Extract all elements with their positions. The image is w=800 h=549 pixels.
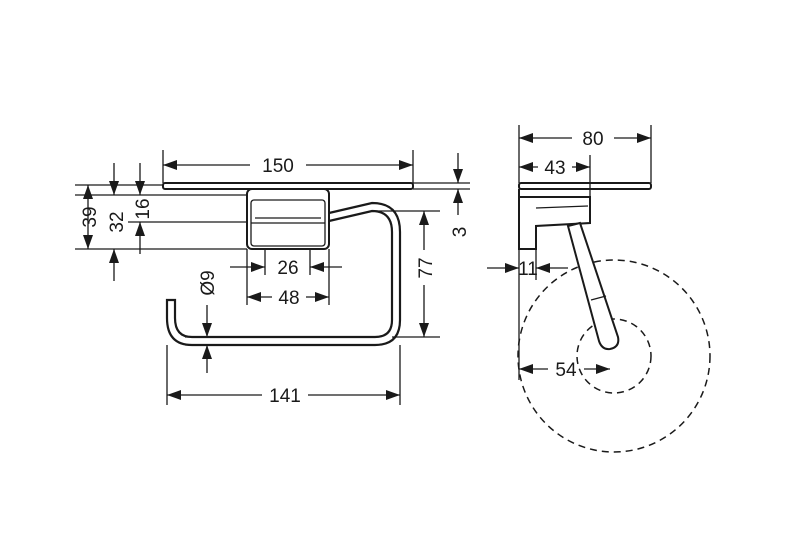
dim-diameter: Ø9 — [185, 270, 219, 373]
roll-core-outline — [576, 318, 652, 394]
dim-54: 54 — [519, 360, 610, 381]
dim-vertical-left: 39 32 16 — [75, 163, 247, 281]
dim-26-label: 26 — [277, 258, 298, 279]
side-arm — [566, 221, 620, 351]
mount-block — [246, 188, 330, 250]
dim-diameter-label: Ø9 — [198, 270, 219, 295]
dim-39-label: 39 — [80, 206, 101, 227]
dim-77-label: 77 — [416, 257, 437, 278]
dim-11: 11 — [487, 249, 568, 380]
dim-16-label: 16 — [133, 198, 154, 219]
dim-26-48: 26 48 — [230, 249, 342, 309]
dim-43: 43 — [519, 155, 591, 197]
dim-32-label: 32 — [107, 211, 128, 232]
dim-141-label: 141 — [269, 386, 301, 407]
dim-3: 3 — [413, 153, 471, 237]
front-view: 150 39 32 16 — [75, 150, 471, 407]
dim-3-label: 3 — [450, 227, 471, 238]
dim-54-label: 54 — [555, 360, 577, 381]
dim-11-label: 11 — [518, 259, 538, 280]
paper-roll-outline — [517, 259, 711, 453]
holder-arm — [165, 201, 402, 347]
side-view: 80 43 11 54 — [487, 125, 711, 453]
dim-80: 80 — [518, 125, 652, 183]
dim-77: 77 — [416, 211, 437, 337]
side-shelf-plate — [518, 182, 652, 190]
dim-48-label: 48 — [278, 288, 299, 309]
dim-43-label: 43 — [544, 158, 565, 179]
dim-80-label: 80 — [582, 129, 603, 150]
dim-150: 150 — [162, 150, 414, 183]
dim-150-label: 150 — [262, 156, 294, 177]
dim-141: 141 — [166, 345, 401, 407]
side-bracket — [518, 189, 591, 250]
